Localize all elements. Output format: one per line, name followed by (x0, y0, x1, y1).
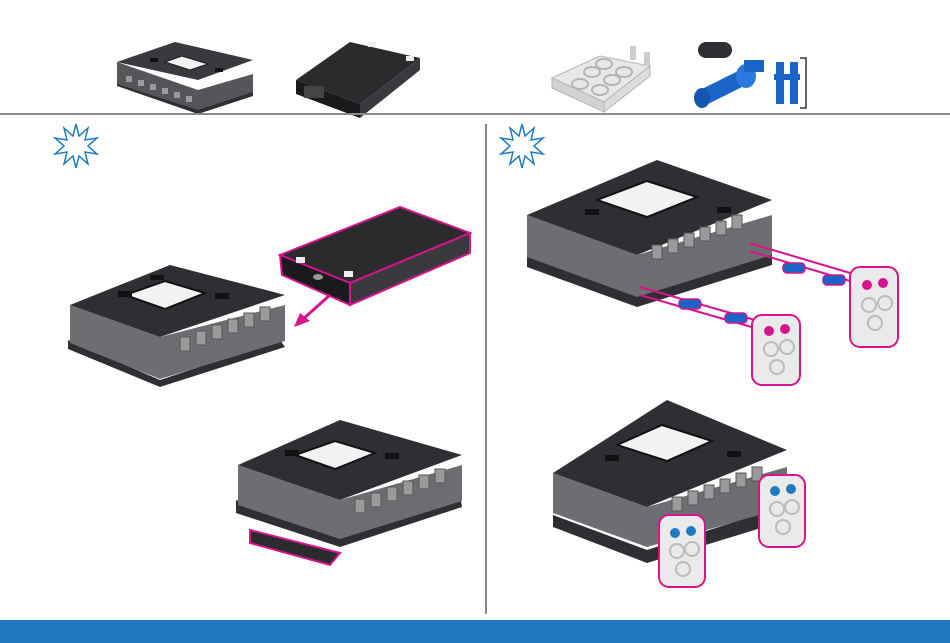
battery-icon (280, 207, 470, 305)
brain-icon (236, 420, 462, 565)
bumper-switch-icon (759, 475, 805, 547)
brain-icon (68, 265, 285, 387)
brain-icon (527, 160, 772, 307)
footer-bar (0, 620, 950, 643)
insert-arrow-icon (294, 295, 330, 327)
bumper-switch-icon (659, 515, 705, 587)
step-right-illustration (487, 115, 950, 620)
connector-icon (0, 0, 950, 114)
bumper-switch-icon (752, 315, 800, 385)
step-left-illustration (0, 115, 485, 620)
parts-strip (0, 0, 950, 114)
bumper-switch-icon (850, 267, 898, 347)
